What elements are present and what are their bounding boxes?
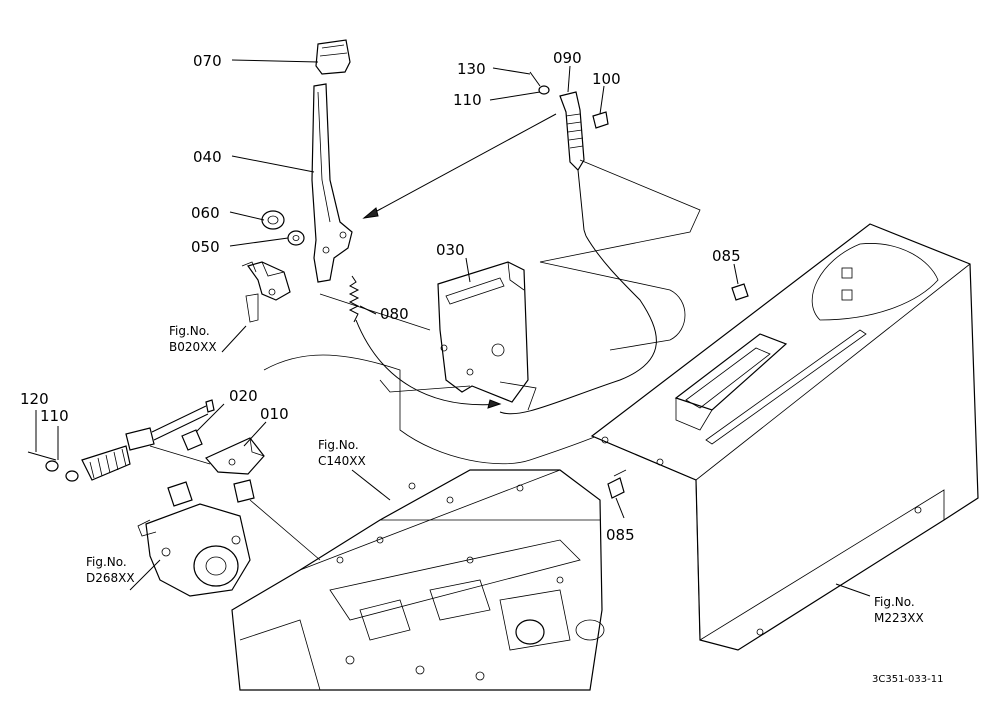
bracket-030 — [348, 261, 537, 411]
figref-d268-line1: Fig.No. — [86, 555, 127, 569]
label-090: 090 — [553, 49, 582, 67]
figref-b020-line2: B020XX — [169, 340, 217, 354]
label-060: 060 — [191, 204, 220, 222]
label-030: 030 — [436, 241, 465, 259]
figref-d268-line2: D268XX — [86, 571, 135, 585]
figref-m223-line1: Fig.No. — [874, 595, 915, 609]
label-010: 010 — [260, 405, 289, 423]
assembly-leaders — [263, 159, 701, 465]
figref-c140-line1: Fig.No. — [318, 438, 359, 452]
cable-lower — [27, 399, 265, 482]
label-085-lower: 085 — [606, 526, 635, 544]
label-080: 080 — [380, 305, 409, 323]
figref-c140-line2: C140XX — [318, 454, 366, 468]
label-020: 020 — [229, 387, 258, 405]
part-labels: 070 040 060 050 130 110 090 100 030 080 … — [20, 49, 741, 544]
label-070: 070 — [193, 52, 222, 70]
diagram-code: 3C351-033-11 — [872, 674, 943, 685]
valve-d268 — [137, 479, 255, 597]
callout-leaders — [35, 59, 871, 597]
bracket-b020 — [241, 261, 291, 323]
figref-b020-line1: Fig.No. — [169, 324, 210, 338]
label-040: 040 — [193, 148, 222, 166]
label-100: 100 — [592, 70, 621, 88]
label-130: 130 — [457, 60, 486, 78]
label-110-upper: 110 — [453, 91, 482, 109]
panel-m223 — [590, 223, 979, 651]
label-085-upper: 085 — [712, 247, 741, 265]
label-120: 120 — [20, 390, 49, 408]
figref-m223-line2: M223XX — [874, 611, 924, 625]
figure-references: Fig.No. B020XX Fig.No. C140XX Fig.No. D2… — [86, 324, 924, 625]
housing-c140 — [231, 469, 605, 691]
lever-assembly — [261, 39, 353, 283]
label-110-lower: 110 — [40, 407, 69, 425]
cable-upper — [362, 71, 657, 415]
label-050: 050 — [191, 238, 220, 256]
